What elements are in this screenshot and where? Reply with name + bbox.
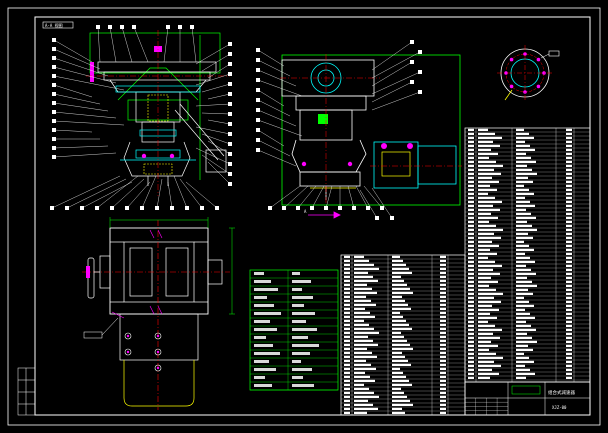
callouts-right bbox=[195, 42, 232, 186]
drawing-title: 组合式减速器 bbox=[548, 389, 575, 396]
view-top-plan bbox=[82, 217, 235, 410]
view-main-section bbox=[50, 25, 232, 210]
callouts-left bbox=[52, 38, 125, 159]
view-label-plate bbox=[42, 21, 74, 29]
drawing-number: XJZ-00 bbox=[552, 405, 567, 410]
callouts-top bbox=[96, 25, 197, 63]
view-side-elevation: A bbox=[256, 40, 462, 220]
callouts-bottom bbox=[50, 175, 219, 210]
callouts-side bbox=[256, 40, 422, 220]
title-block: 组合式减速器 XJZ-00 bbox=[464, 381, 591, 416]
outer-frame bbox=[7, 7, 601, 426]
section-mark: A bbox=[304, 209, 307, 214]
view-flange-detail bbox=[497, 45, 560, 101]
parts-list bbox=[340, 127, 591, 416]
view-label: A-A 视图 bbox=[45, 22, 63, 28]
requirements-table bbox=[249, 269, 339, 391]
binding-margin-table bbox=[17, 367, 36, 416]
